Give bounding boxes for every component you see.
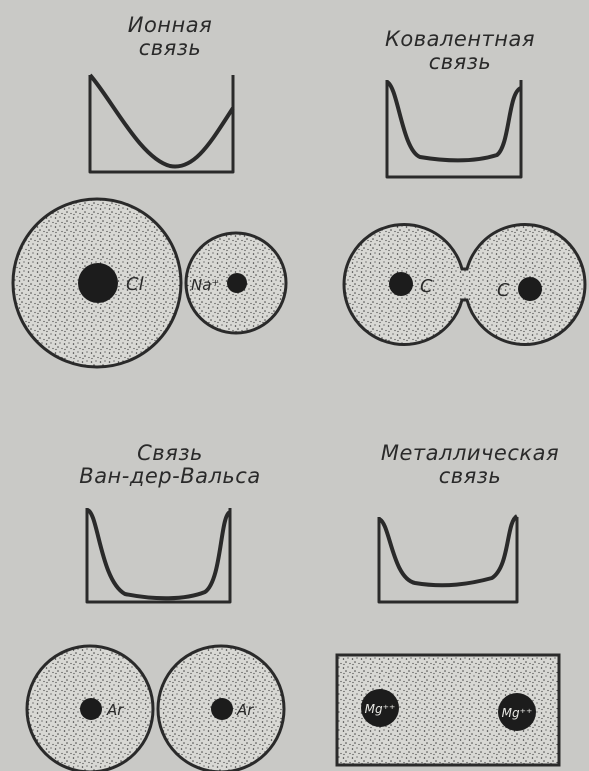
vdw-atoms: Ar Ar (27, 646, 284, 771)
covalent-density-graph (387, 80, 521, 177)
metallic-density-graph (379, 516, 517, 602)
argon-label-left: Ar (106, 701, 124, 719)
chlorine-label: Cl (126, 274, 144, 295)
covalent-atoms: C C (344, 225, 585, 345)
sodium-nucleus (227, 273, 247, 293)
carbon-nucleus-left (389, 272, 413, 296)
metallic-atoms: Mg⁺⁺ Mg⁺⁺ (337, 655, 559, 765)
argon-label-right: Ar (236, 701, 254, 719)
argon-nucleus-left (80, 698, 102, 720)
covalent-shared-cloud (344, 225, 585, 345)
magnesium-label-right: Mg⁺⁺ (502, 706, 533, 720)
ionic-density-graph (90, 75, 233, 172)
argon-nucleus-right (211, 698, 233, 720)
carbon-label-right: C (497, 280, 510, 301)
chlorine-nucleus (78, 263, 118, 303)
magnesium-label-left: Mg⁺⁺ (365, 702, 396, 716)
carbon-label-left: C (420, 276, 433, 297)
sodium-label: Na⁺ (191, 276, 219, 294)
carbon-nucleus-right (518, 277, 542, 301)
ionic-atoms: Cl Na⁺ (13, 199, 286, 367)
vdw-density-graph (87, 508, 230, 602)
